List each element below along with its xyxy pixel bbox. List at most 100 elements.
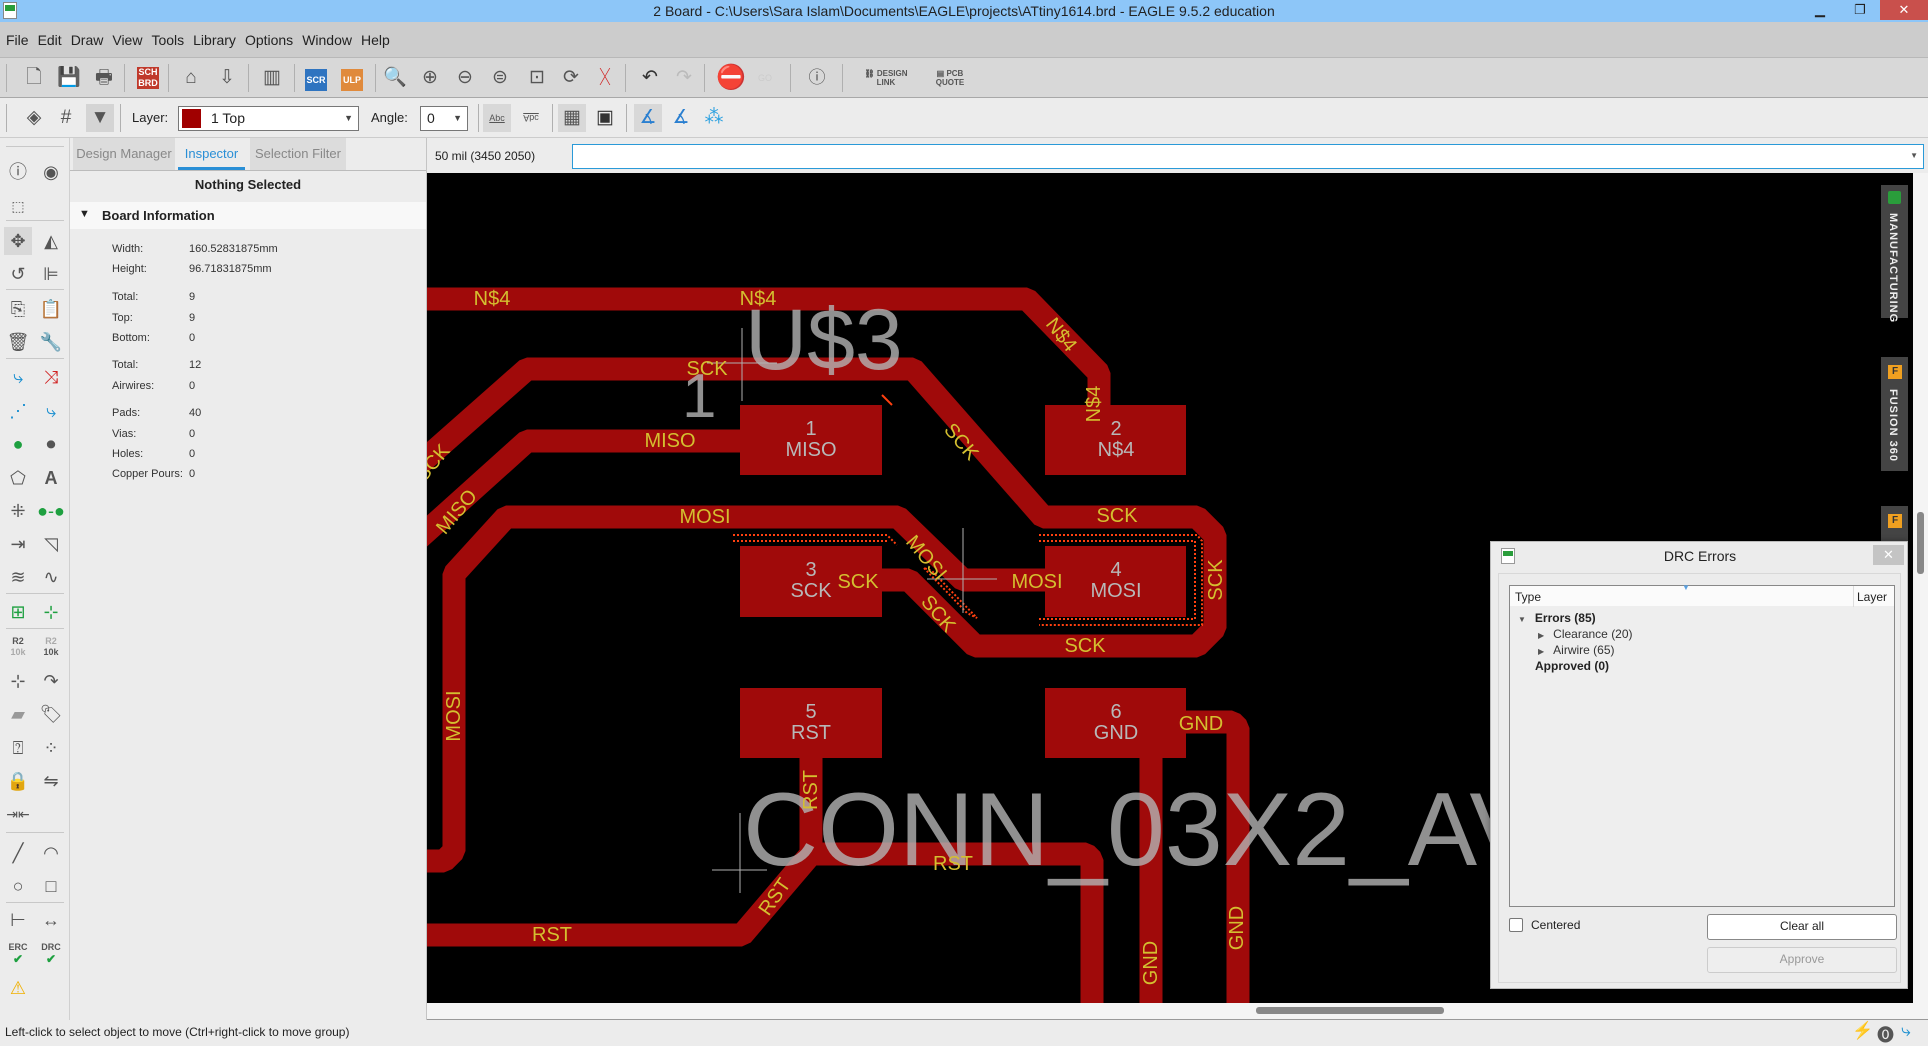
zoom-fit-icon[interactable]: 🔍 [383,67,407,88]
restore-button[interactable]: ❐ [1854,2,1866,17]
route-status-icon[interactable]: ⤷ [1901,1021,1911,1040]
add-part-icon[interactable]: ⊞ [10,602,26,622]
centered-checkbox[interactable] [1509,918,1523,932]
fusion-360-tab[interactable]: F FUSION 360 [1881,357,1908,471]
menu-window[interactable]: Window [302,31,352,48]
filter-icon[interactable]: ▼ [86,104,114,132]
tree-item-clearance[interactable]: ▶Clearance (20) [1538,627,1633,641]
split-icon[interactable]: ⋰ [9,401,27,421]
menu-view[interactable]: View [112,31,143,48]
vertical-scroll-thumb[interactable] [1917,512,1924,574]
angle-snap-off-icon[interactable]: ∡ [672,107,690,128]
ripup-icon[interactable]: ⤨ [43,367,59,387]
expand-triangle-icon[interactable]: ▼ [1518,615,1526,624]
cam-processor-icon[interactable]: ⌂ [185,67,197,88]
angle-snap-icon[interactable]: ∡ [634,104,662,132]
delete-icon[interactable]: 🗑 [6,332,30,352]
minimize-button[interactable]: ▁ [1815,2,1825,17]
mirror-icon[interactable]: ◭ [44,231,58,251]
library-icon[interactable]: ▥ [263,67,281,88]
menu-tools[interactable]: Tools [151,31,185,48]
horizontal-scroll-thumb[interactable] [1256,1007,1444,1014]
miter-icon[interactable]: ◹ [44,534,58,554]
zoom-in-icon[interactable]: ⊕ [422,67,438,88]
vertical-scrollbar[interactable] [1913,173,1928,1003]
drc-error-tree[interactable]: Type ▼ Layer ▼Errors (85) ▶Clearance (20… [1509,583,1895,907]
save-icon[interactable]: 💾 [57,67,81,88]
rectangle-icon[interactable]: □ [45,876,57,896]
package-icon[interactable]: ▰ [11,704,25,724]
meander-icon[interactable]: ∿ [43,567,59,587]
pinswap-icon[interactable]: ⇋ [43,771,59,791]
tab-design-manager[interactable]: Design Manager [73,138,175,170]
go-button[interactable]: GO [751,64,779,92]
lock-circle-icon[interactable]: ⁘ [43,738,59,758]
copy-icon[interactable]: ⎘ [10,299,26,319]
warning-icon[interactable]: ⚠ [9,978,27,998]
tree-item-airwire[interactable]: ▶Airwire (65) [1538,643,1615,657]
collapse-triangle-icon[interactable]: ▼ [79,208,90,220]
polygon-icon[interactable]: ⬠ [10,468,26,488]
expand-triangle-icon[interactable]: ▶ [1538,631,1545,640]
import-icon[interactable]: ⇩ [219,67,235,88]
lightning-icon[interactable]: ⚡ [1852,1021,1874,1040]
via-icon[interactable]: ● [12,434,24,454]
arc-icon[interactable]: ◠ [43,843,59,863]
info-icon[interactable]: ⓘ [9,162,27,182]
refresh-icon[interactable]: ⟳ [563,67,579,88]
tree-item-errors[interactable]: ▼Errors (85) [1518,611,1596,625]
signal-icon[interactable]: ●-● [37,501,65,521]
manufacturing-tab[interactable]: MANUFACTURING [1881,185,1908,323]
stop-icon[interactable]: ⛔ [716,64,746,91]
paint-roller-icon[interactable]: ⍰ [12,738,24,758]
gateswap-icon[interactable]: ⊹ [10,671,26,691]
dialog-close-button[interactable]: ✕ [1873,545,1904,565]
align-icon[interactable]: ⊫ [43,264,59,284]
paste-icon[interactable]: 📋 [39,299,63,319]
menu-draw[interactable]: Draw [70,31,104,48]
layer-settings-icon[interactable]: ◈ [26,107,42,128]
net-icon[interactable]: ⁜ [10,501,26,521]
line-icon[interactable]: ╱ [12,843,24,863]
smash-icon[interactable]: ⇥⇤ [6,806,30,822]
menu-file[interactable]: File [6,31,29,48]
show-icon[interactable]: ◉ [43,162,59,182]
group-select-icon[interactable]: ⬚ [11,198,25,214]
change-icon[interactable]: 🔧 [39,332,63,352]
zoom-out-icon[interactable]: ⊖ [457,67,473,88]
mark-icon[interactable]: ⊢ [10,910,26,930]
ratsnest-icon[interactable]: ᚷ [599,67,611,88]
approve-button[interactable]: Approve [1707,947,1897,973]
dimension-icon[interactable]: ↔ [42,910,60,930]
replace-icon[interactable]: ↷ [43,671,59,691]
airwire-icon[interactable]: ⁂ [704,107,724,128]
rotate-icon[interactable]: ↺ [10,264,26,284]
close-button[interactable]: ✕ [1880,0,1928,20]
ulp-button[interactable]: ULP [338,64,366,92]
menu-help[interactable]: Help [360,31,390,48]
attribute-icon[interactable]: ⇥ [10,534,26,554]
slice-icon[interactable]: ≋ [10,567,26,587]
drc-button[interactable]: DRC✔ [37,939,65,967]
erc-button[interactable]: ERC✔ [4,939,32,967]
lock-icon[interactable]: 🔒 [6,771,30,791]
route-icon[interactable]: ⤷ [12,367,24,387]
horizontal-scrollbar[interactable] [427,1003,1928,1020]
optimize-icon[interactable]: ⤷ [45,401,57,421]
menu-library[interactable]: Library [193,31,236,48]
grid-icon[interactable]: # [60,107,72,128]
move-icon[interactable]: ✥ [4,227,32,255]
clear-all-button[interactable]: Clear all [1707,914,1897,940]
script-button[interactable]: SCR [302,64,330,92]
chevron-down-icon[interactable]: ▼ [1910,151,1918,160]
help-icon[interactable]: ⓘ [808,68,826,87]
tree-item-approved[interactable]: Approved (0) [1535,659,1610,673]
text-mirror-icon[interactable]: Abc [517,104,545,132]
fusion-tab-2[interactable]: F [1881,506,1908,542]
menu-options[interactable]: Options [244,31,294,48]
